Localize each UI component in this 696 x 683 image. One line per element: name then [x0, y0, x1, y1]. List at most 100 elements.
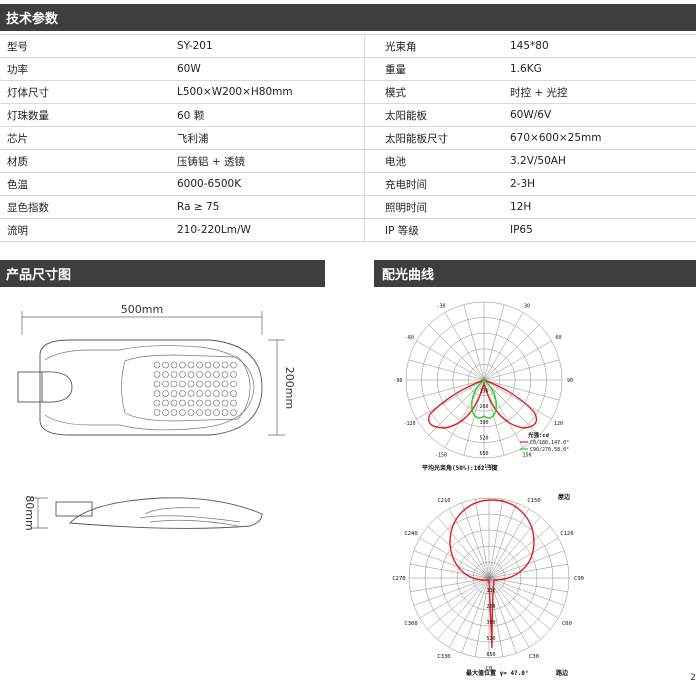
polar-angle-label: C210 — [437, 498, 450, 504]
spec-value-right: 12H — [510, 195, 696, 219]
polar-angle-label: C30 — [529, 654, 539, 660]
width-dim-label: 200mm — [283, 367, 296, 409]
polar-spoke — [444, 312, 485, 381]
spec-key: 显色指数 — [0, 195, 177, 219]
led-bead — [170, 390, 178, 397]
spec-key-right: 电池 — [364, 149, 510, 173]
led-bead — [170, 371, 178, 378]
spec-value: SY-201 — [177, 34, 365, 58]
led-bead — [196, 380, 203, 388]
spec-value: 6000-6500K — [177, 172, 365, 196]
spec-key-right: 太阳能板 — [364, 103, 510, 127]
polar-spoke — [483, 379, 524, 448]
c0-curve — [427, 379, 538, 429]
spec-value-right: 1.6KG — [510, 57, 696, 81]
polar-spoke — [474, 577, 490, 657]
polar-radius-label: 390 — [486, 620, 495, 626]
led-bead — [213, 409, 220, 416]
polar-spoke — [437, 577, 490, 640]
spec-key: 色温 — [0, 172, 177, 196]
polar-angle-label: C300 — [404, 621, 417, 627]
polar-spoke — [416, 340, 485, 381]
polar-spoke — [437, 516, 490, 579]
polar-angle-label: C270 — [392, 576, 405, 582]
polar-spoke — [488, 577, 530, 648]
spec-key: 型号 — [0, 34, 177, 58]
spec-value-right: 时控 + 光控 — [510, 80, 696, 104]
led-bead — [162, 380, 169, 388]
led-bead — [221, 409, 229, 416]
polar-spoke — [488, 577, 559, 619]
spec-key-right: 重量 — [364, 57, 510, 81]
led-bead — [153, 399, 161, 407]
polar-radius-label: 260 — [479, 404, 488, 410]
led-bead — [230, 390, 237, 397]
height-dim-label: 80mm — [23, 495, 36, 530]
polar-spoke — [488, 563, 568, 579]
led-bead — [221, 371, 229, 378]
spec-value: 60 颗 — [177, 103, 365, 127]
polar-angle-label: 120 — [554, 421, 563, 427]
led-bead — [230, 409, 237, 416]
top-view-drawing: 500mm 200mm — [17, 303, 296, 436]
led-bead — [170, 361, 178, 369]
polar-angle-label: C90 — [574, 576, 584, 582]
led-bead — [213, 390, 220, 397]
led-bead — [204, 380, 212, 388]
polar-angle-label: C330 — [437, 654, 450, 660]
spec-value-right: 3.2V/50AH — [510, 149, 696, 173]
polar-spoke — [474, 499, 490, 579]
led-bead — [196, 409, 203, 416]
legend-c90: C90/270,58.0° — [530, 447, 569, 453]
polar-spoke — [488, 508, 530, 579]
led-bead — [162, 399, 169, 407]
led-bead — [213, 380, 220, 388]
polar-spoke — [488, 577, 504, 657]
polar-angle-label: 90 — [567, 378, 573, 384]
polar-spoke — [463, 304, 485, 381]
spec-value-right: 145*80 — [510, 34, 696, 58]
spec-key-right: IP 等级 — [364, 218, 510, 242]
led-bead — [221, 390, 229, 397]
led-bead — [204, 361, 212, 369]
polar-spoke — [419, 537, 490, 579]
polar-spoke — [461, 577, 490, 654]
polar-spoke — [408, 359, 485, 381]
led-bead — [196, 399, 203, 407]
polar-angle-label: C150 — [527, 498, 540, 504]
led-bead — [187, 371, 195, 378]
spec-value-right: 2-3H — [510, 172, 696, 196]
led-bead — [230, 399, 237, 407]
led-bead — [221, 361, 229, 369]
led-bead — [204, 390, 212, 397]
polar-angle-label: 150 — [522, 452, 531, 458]
polar-spoke — [483, 324, 540, 381]
led-bead — [162, 409, 169, 416]
led-bead — [196, 371, 203, 378]
polar-angle-label: -150 — [435, 452, 447, 458]
polar-angle-label: -120 — [403, 421, 415, 427]
polar-angle-label: C240 — [404, 531, 417, 537]
spec-key: 灯体尺寸 — [0, 80, 177, 104]
led-bead — [162, 371, 169, 378]
led-bead — [179, 371, 186, 378]
polar-spoke — [488, 499, 504, 579]
c90-curve — [471, 379, 497, 419]
polar-radius-label: 260 — [486, 604, 495, 610]
polar-spoke — [416, 379, 485, 420]
led-bead — [187, 390, 195, 397]
polar-spoke — [488, 537, 559, 579]
spec-value-right: 670×600×25mm — [510, 126, 696, 150]
polar-spoke — [413, 550, 490, 579]
polar1-footer: 平均光束角(50%):102.5度 — [422, 464, 499, 472]
max-value-polar-chart: C180C150C120C90C60C30C0C330C300C270C240C… — [392, 490, 584, 677]
max-value-circle — [449, 499, 535, 649]
product-size-header: 产品尺寸图 — [0, 260, 325, 287]
polar-angle-label: -/+180 — [475, 464, 493, 470]
polar-spoke — [488, 577, 541, 640]
